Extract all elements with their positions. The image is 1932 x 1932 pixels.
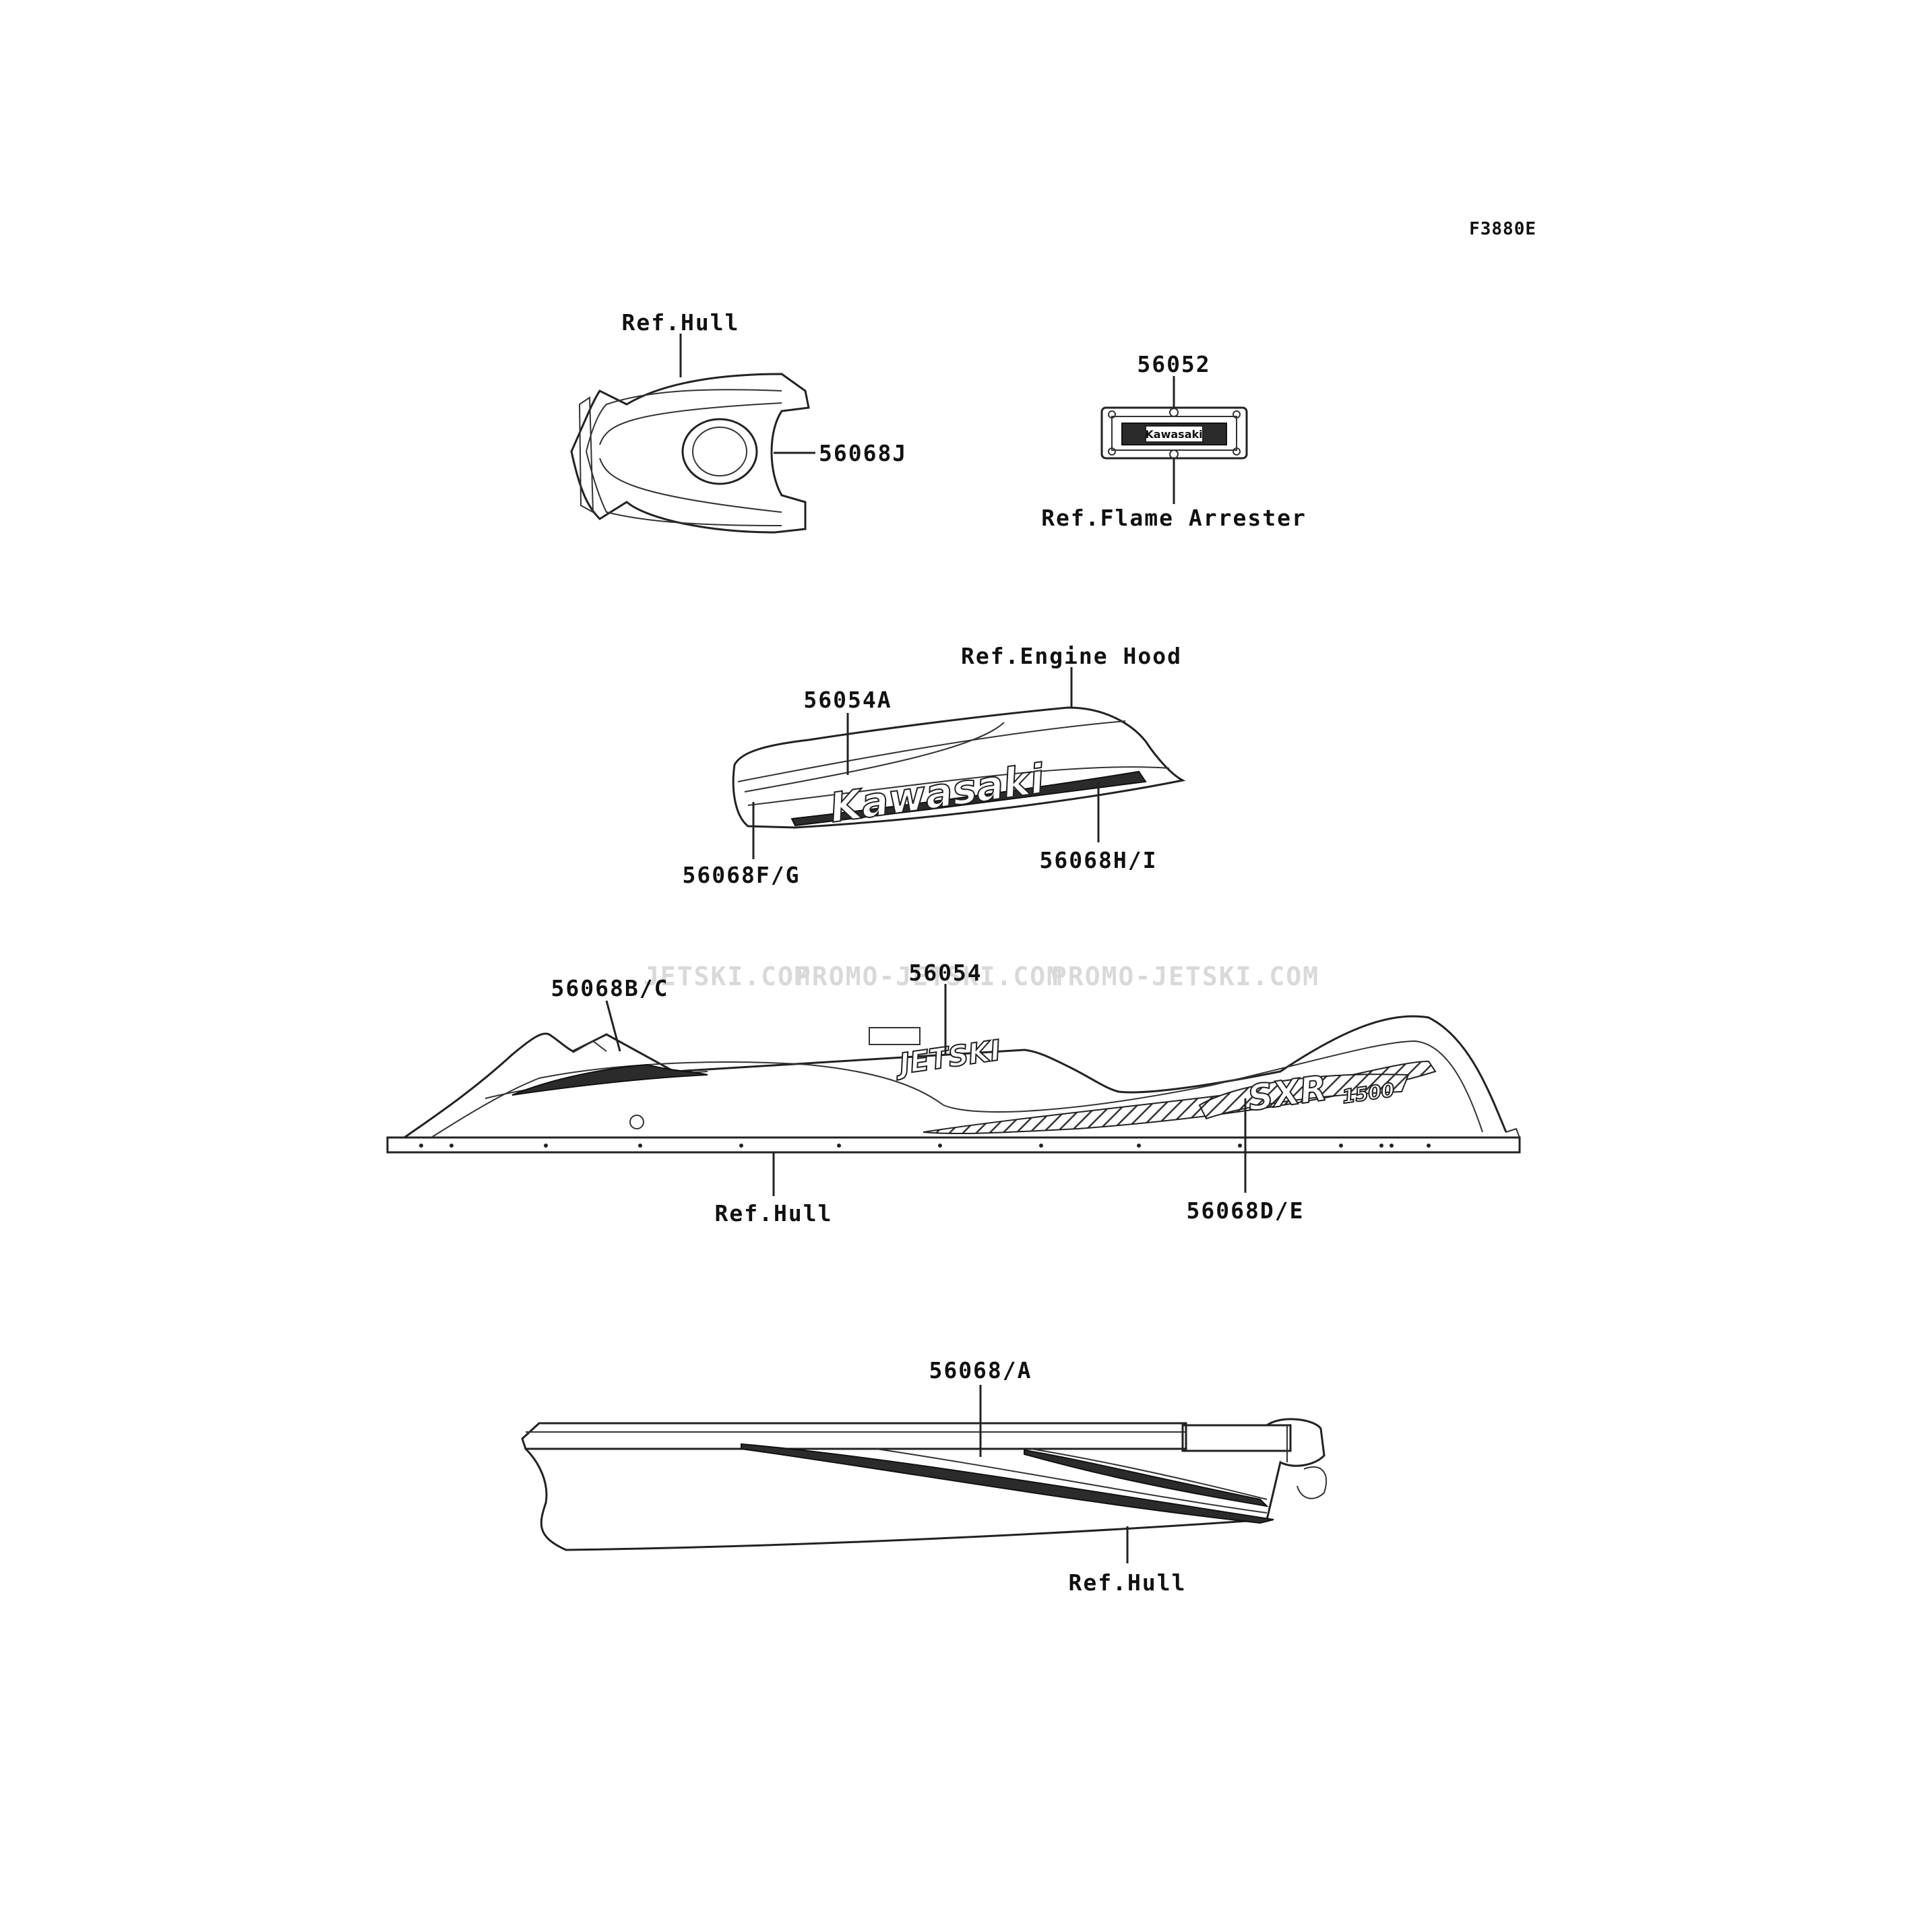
callout-ref-hull-side: Ref.Hull	[715, 1200, 833, 1226]
callout-56054A: 56054A	[803, 687, 892, 713]
callout-ref-hull-bottom: Ref.Hull	[1069, 1569, 1187, 1596]
watermark-1: JETSKI.COM	[644, 962, 811, 991]
hull-top-view	[570, 373, 810, 534]
kawasaki-logo: Kawasaki	[827, 755, 1048, 832]
callout-56068BC: 56068B/C	[551, 975, 669, 1001]
hull-side-view: JETSKI SXR 1500	[386, 1015, 1521, 1154]
flame-arrester-plate: Kawasaki	[1100, 406, 1248, 460]
plate-logo: Kawasaki	[1145, 428, 1202, 441]
leader-56068BC	[605, 1000, 621, 1052]
callout-56068J: 56068J	[819, 440, 907, 466]
engine-hood: Kawasaki	[732, 706, 1186, 833]
callout-56068A: 56068/A	[929, 1357, 1032, 1383]
hull-bottom-view	[521, 1418, 1328, 1551]
callout-56054: 56054	[908, 960, 982, 986]
jetski-logo: JETSKI	[892, 1034, 1003, 1082]
callout-56068HI: 56068H/I	[1040, 847, 1158, 873]
callout-56052: 56052	[1137, 351, 1210, 377]
callout-56068DE: 56068D/E	[1187, 1197, 1305, 1224]
watermark-3: PROMO-JETSKI.COM	[1051, 962, 1319, 991]
figure-code: F3880E	[1469, 219, 1536, 239]
callout-56068FG: 56068F/G	[683, 862, 801, 888]
watermark-2: PROMO-JETSKI.COM	[795, 962, 1063, 991]
callout-ref-engine-hood: Ref.Engine Hood	[961, 643, 1182, 669]
callout-ref-flame-arrester: Ref.Flame Arrester	[1041, 505, 1307, 531]
watermark: JETSKI.COM PROMO-JETSKI.COM PROMO-JETSKI…	[644, 962, 1319, 991]
callout-ref-hull-top: Ref.Hull	[622, 309, 740, 336]
